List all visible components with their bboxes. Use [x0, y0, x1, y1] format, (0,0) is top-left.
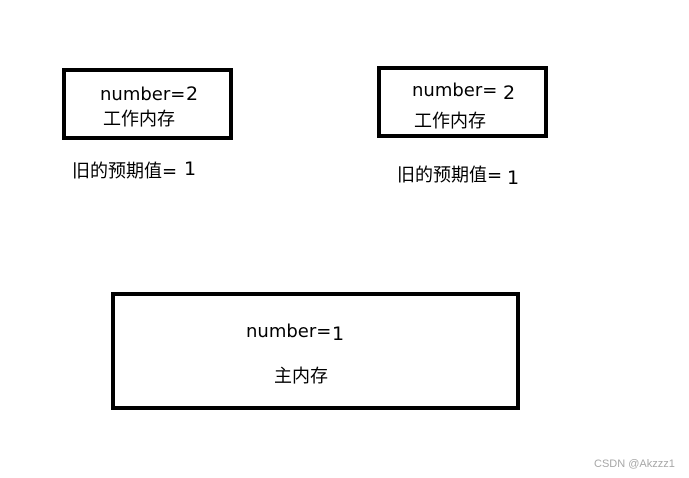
left-expected-value: 1 [184, 158, 197, 180]
watermark: CSDN @Akzzz1 [594, 458, 675, 470]
right-work-memory-box [377, 66, 548, 138]
left-work-memory-box [62, 68, 233, 140]
left-number-value: 2 [186, 83, 199, 105]
main-number-value: 1 [332, 323, 345, 345]
right-expected-value: 1 [507, 167, 520, 189]
main-memory-box [111, 292, 520, 410]
right-number-value: 2 [503, 82, 516, 104]
main-number-label: number= [246, 321, 332, 342]
main-memory-title: 主内存 [274, 366, 328, 387]
right-expected-label: 旧的预期值= [397, 165, 503, 186]
right-number-label: number= [412, 80, 498, 101]
left-work-memory-title: 工作内存 [103, 109, 175, 130]
left-number-label: number= [100, 84, 186, 105]
left-expected-label: 旧的预期值= [72, 161, 178, 182]
right-work-memory-title: 工作内存 [414, 111, 486, 132]
